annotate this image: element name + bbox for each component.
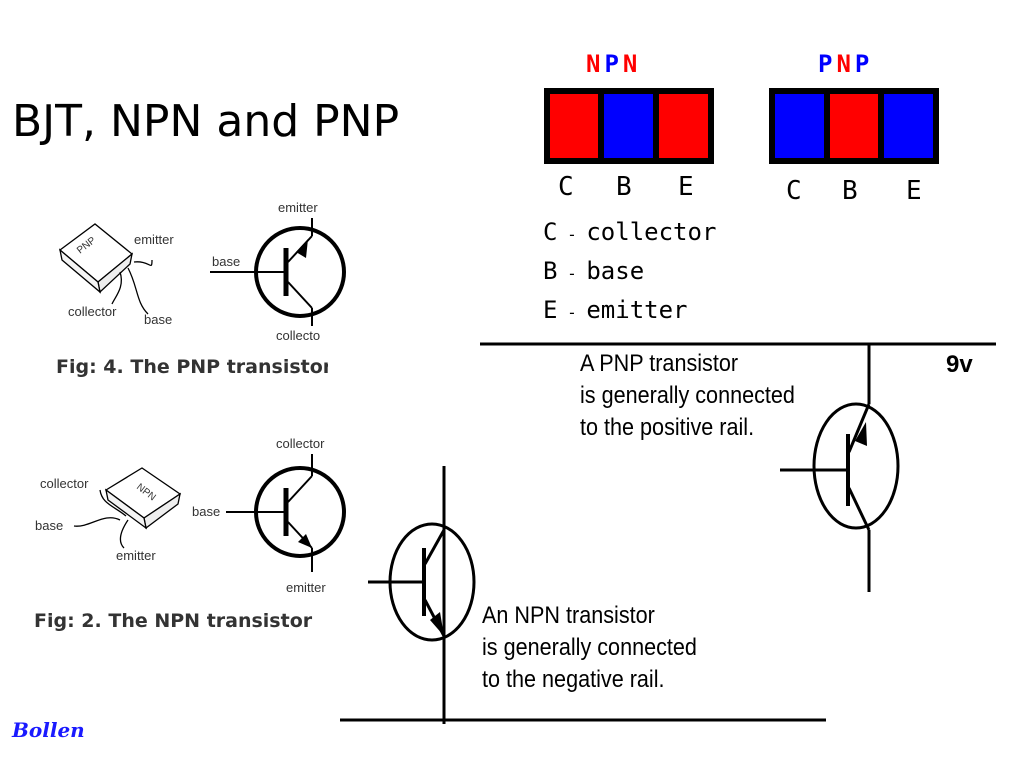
pnp-letter-3: P: [854, 50, 874, 78]
circuit-pnp-arrow: [855, 422, 867, 446]
npn-transistor-figure: NPN collector base emitter collector bas…: [35, 436, 346, 595]
npn-pkg-collector-label: collector: [40, 476, 89, 491]
legend-collector: C - collector: [543, 218, 717, 246]
npn-symbol: [226, 454, 346, 572]
npn-emitter-arrow: [298, 534, 312, 548]
pnp-block-diagram: [769, 88, 939, 164]
npn-rail-note: An NPN transistor is generally connected…: [482, 602, 697, 693]
npn-letter-3: N: [622, 50, 642, 78]
pnp-pkg-collector-label: collector: [68, 304, 117, 319]
pnp-rail-note: A PNP transistor is generally connected …: [580, 350, 795, 441]
pnp-pin-b: B: [842, 176, 858, 206]
npn-sym-emitter-label: emitter: [286, 580, 326, 595]
legend-base: B - base: [543, 257, 645, 285]
pnp-sym-emitter-label: emitter: [278, 200, 318, 215]
npn-package: [104, 467, 182, 530]
npn-type-label: NPN: [586, 50, 641, 78]
page-title: BJT, NPN and PNP: [12, 96, 400, 147]
circuit-npn-arrow: [430, 612, 444, 636]
pnp-package: [58, 223, 134, 294]
npn-pin-c: C: [558, 172, 574, 202]
npn-pin-e: E: [678, 172, 694, 202]
pnp-pin-e: E: [906, 176, 922, 206]
pnp-p-region-emitter: [884, 94, 933, 158]
pnp-pin-c: C: [786, 176, 802, 206]
pin-legend: C - collector B - base E - emitter: [543, 214, 716, 331]
pnp-pkg-emitter-label: emitter: [134, 232, 174, 247]
pnp-p-region-collector: [775, 94, 824, 158]
npn-n-region-emitter: [659, 94, 708, 158]
legend-emitter: E - emitter: [543, 296, 688, 324]
pnp-sym-base-label: base: [212, 254, 240, 269]
npn-sym-base-label: base: [192, 504, 220, 519]
npn-pkg-emitter-label: emitter: [116, 548, 156, 563]
pnp-emitter-arrow: [296, 239, 308, 258]
supply-voltage-label: 9v: [946, 351, 973, 378]
pnp-n-region-base: [830, 94, 878, 158]
pnp-symbol: [210, 218, 346, 326]
pnp-pkg-base-label: base: [144, 312, 172, 327]
pnp-letter-2: N: [836, 50, 855, 78]
pnp-figure-caption: Fig: 4. The PNP transistor: [56, 356, 328, 378]
circuit-pnp-circle: [812, 402, 900, 530]
npn-figure-caption: Fig: 2. The NPN transistor: [34, 610, 313, 632]
npn-block-diagram: [544, 88, 714, 164]
pnp-transistor-figure: PNP emitter collector base emitter base …: [58, 200, 346, 342]
pnp-sym-collector-label: collecto: [276, 328, 320, 342]
npn-sym-collector-label: collector: [276, 436, 325, 451]
npn-p-region-base: [604, 94, 653, 158]
npn-n-region-collector: [550, 94, 598, 158]
npn-pkg-base-label: base: [35, 518, 63, 533]
npn-pin-b: B: [616, 172, 632, 202]
npn-letter-1: N: [586, 50, 605, 78]
author-signature: Bollen: [12, 718, 85, 742]
pnp-type-label: PNP: [818, 50, 873, 78]
npn-letter-2: P: [604, 50, 623, 78]
pnp-letter-1: P: [818, 50, 837, 78]
